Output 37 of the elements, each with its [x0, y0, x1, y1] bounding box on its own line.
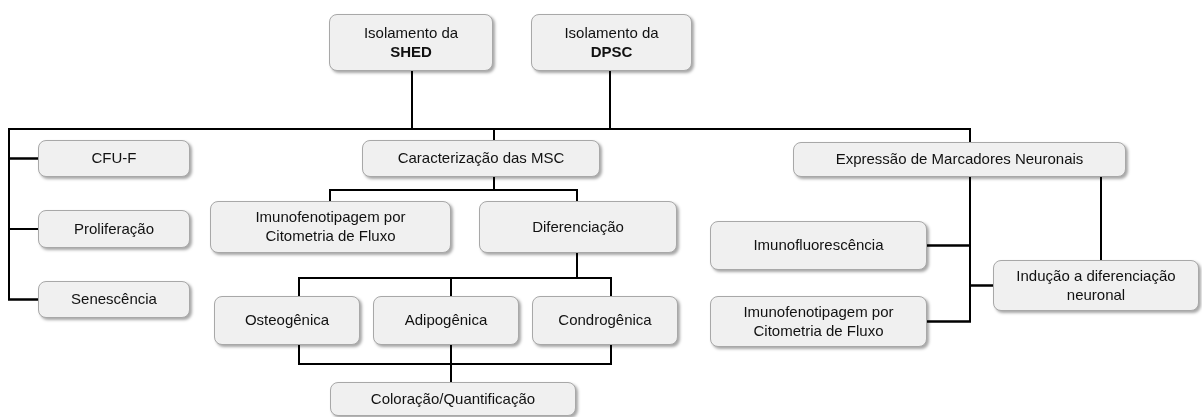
node-label: Caracterização das MSC — [397, 149, 565, 168]
process-box — [38, 281, 190, 318]
node-label: Proliferação — [73, 219, 154, 239]
connector-line — [576, 252, 612, 297]
process-box — [214, 296, 360, 345]
process-box — [479, 201, 677, 253]
node-label: Indução a diferenciação neuronal — [1015, 266, 1177, 305]
node-label: Adipogênica — [404, 311, 488, 330]
node-label: Senescência — [71, 290, 157, 309]
process-box — [210, 201, 451, 253]
process-box — [710, 296, 927, 347]
process-box — [362, 140, 600, 177]
process-box — [531, 14, 692, 71]
node-label: Diferenciação — [532, 217, 624, 237]
process-box — [793, 142, 1126, 177]
node-label: Isolamento da SHED — [362, 23, 460, 62]
node-label: Expressão de Marcadores Neuronais — [835, 150, 1084, 169]
process-box — [710, 221, 927, 270]
connector-line — [450, 344, 612, 383]
node-label: Osteogênica — [244, 311, 330, 330]
process-box — [993, 260, 1199, 311]
process-box — [329, 14, 493, 71]
node-label: Imunofluorescência — [753, 236, 884, 255]
node-label: Condrogênica — [558, 311, 652, 330]
node-label: CFU-F — [91, 149, 137, 168]
node-label: Isolamento da DPSC — [563, 23, 660, 62]
connector-line — [926, 284, 994, 323]
process-box — [330, 382, 576, 416]
process-box — [38, 140, 190, 177]
connector-line — [493, 176, 578, 202]
node-label: Imunofenotipagem por Citometria de Fluxo — [254, 208, 407, 246]
connector-line — [1100, 176, 1102, 261]
process-box — [38, 210, 190, 248]
node-label: Coloração/Quantificação — [370, 389, 536, 409]
node-label: Imunofenotipagem por Citometria de Fluxo — [742, 302, 895, 341]
process-box — [532, 296, 678, 345]
process-box — [373, 296, 519, 345]
